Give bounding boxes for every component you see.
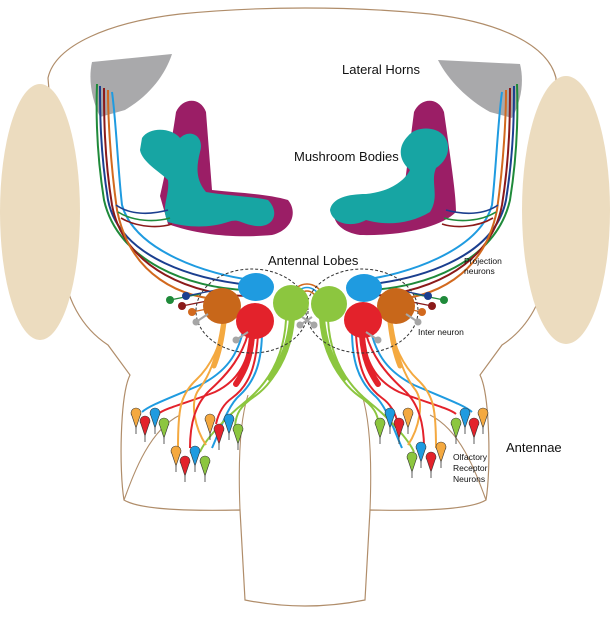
pn-tract-right	[363, 85, 515, 286]
right-eye	[522, 76, 610, 344]
pn-branch-left	[115, 204, 169, 215]
orn-axon-left	[215, 334, 259, 425]
orn-cell-right	[435, 441, 447, 463]
label-inter-neuron: Inter neuron	[418, 327, 464, 337]
orn-cell-right	[415, 441, 427, 463]
pn-cell-body-right	[424, 292, 432, 300]
right-mushroom-body-lobe	[330, 128, 449, 225]
pn-cell-body-left	[166, 296, 174, 304]
orn-cell-left	[199, 455, 211, 477]
right-glomerulus-orange	[377, 288, 415, 324]
left-mushroom-body-lobe	[140, 129, 275, 227]
left-antennal-lobe	[195, 268, 309, 354]
orn-cell-left	[139, 415, 151, 437]
left-glomerulus-red	[236, 303, 274, 339]
left-eye	[0, 84, 80, 340]
orn-cell-left	[158, 417, 170, 439]
pn-branch-right	[443, 211, 497, 222]
orn-cell-right	[450, 417, 462, 439]
orn-axon-right	[355, 334, 399, 425]
pn-cell-body-right	[440, 296, 448, 304]
left-glomerulus-orange	[203, 288, 241, 324]
orn-cell-left	[213, 423, 225, 445]
pn-cell-body-right	[418, 308, 426, 316]
pn-branch-right	[441, 217, 494, 228]
interneuron-marks	[192, 313, 422, 344]
neuron-cell-bodies	[130, 292, 489, 482]
right-glomerulus-green	[311, 286, 347, 322]
interneuron-body-left	[296, 321, 304, 329]
orn-cell-right	[468, 417, 480, 439]
orn-cell-right	[374, 417, 386, 439]
pn-cell-body-right	[428, 302, 436, 310]
orn-bundle-right	[319, 315, 347, 381]
orn-cell-right	[477, 407, 489, 429]
label-projection-neurons-2: neurons	[464, 266, 495, 276]
orn-axon-left	[199, 319, 287, 453]
right-glomerulus-blue	[346, 274, 382, 302]
orn-cell-left	[232, 423, 244, 445]
orn-bundle-right	[387, 319, 403, 369]
orn-bundle-left	[267, 315, 295, 381]
orn-cell-right	[393, 417, 405, 439]
pn-tract-right	[363, 87, 511, 297]
orn-cell-left	[223, 413, 235, 435]
pn-tract-right	[367, 83, 519, 291]
label-orn-3: Neurons	[453, 474, 485, 484]
orn-cell-left	[170, 445, 182, 467]
orn-cell-right	[384, 407, 396, 429]
pn-tract-left	[95, 83, 247, 291]
label-mushroom-bodies: Mushroom Bodies	[294, 149, 399, 164]
label-orn-2: Receptor	[453, 463, 488, 473]
right-antenna-outline	[361, 394, 487, 511]
pn-tract-left	[107, 89, 233, 301]
label-projection-neurons-1: Projection	[464, 256, 502, 266]
orn-bundle-left	[233, 333, 255, 387]
pn-tract-left	[99, 85, 251, 286]
left-lateral-horn	[90, 54, 172, 117]
label-lateral-horns: Lateral Horns	[342, 62, 421, 77]
pn-stem-left	[185, 289, 217, 297]
orn-cell-left	[149, 407, 161, 429]
interneuron-body-left	[192, 318, 200, 326]
orn-cell-right	[459, 407, 471, 429]
pn-cell-body-left	[182, 292, 190, 300]
orn-axon-left	[189, 333, 249, 449]
pn-cell-body-left	[188, 308, 196, 316]
interneuron-body-right	[374, 336, 382, 344]
orn-cell-left	[204, 413, 216, 435]
orn-axon-right	[368, 321, 473, 413]
head-outline	[47, 7, 557, 607]
interneuron-body-right	[310, 321, 318, 329]
label-antennal-lobes: Antennal Lobes	[268, 253, 359, 268]
pn-branch-left	[117, 211, 171, 222]
left-glomerulus-blue	[238, 273, 274, 301]
orn-cell-left	[189, 445, 201, 467]
interneuron-body-right	[414, 318, 422, 326]
orn-axon-right	[327, 319, 415, 453]
right-glomerulus-red	[344, 302, 382, 338]
orn-axon-left	[141, 321, 246, 413]
label-orn-1: Olfactory	[453, 452, 488, 462]
orn-bundle-left	[211, 319, 227, 369]
interneuron-body-left	[232, 336, 240, 344]
orn-cell-right	[425, 451, 437, 473]
pn-tract-right	[381, 89, 507, 301]
orn-cell-right	[402, 407, 414, 429]
pn-branch-right	[445, 204, 499, 215]
right-antennal-lobe	[305, 268, 419, 354]
pn-branch-left	[120, 217, 173, 228]
projection-neuron-tracts	[95, 83, 519, 453]
pn-cell-body-left	[178, 302, 186, 310]
pn-tract-left	[103, 87, 251, 297]
orn-bundle-right	[359, 333, 381, 387]
label-antennae: Antennae	[506, 440, 562, 455]
orn-cell-left	[130, 407, 142, 429]
orn-cell-left	[179, 455, 191, 477]
orn-cell-right	[406, 451, 418, 473]
left-glomerulus-green	[273, 285, 309, 321]
